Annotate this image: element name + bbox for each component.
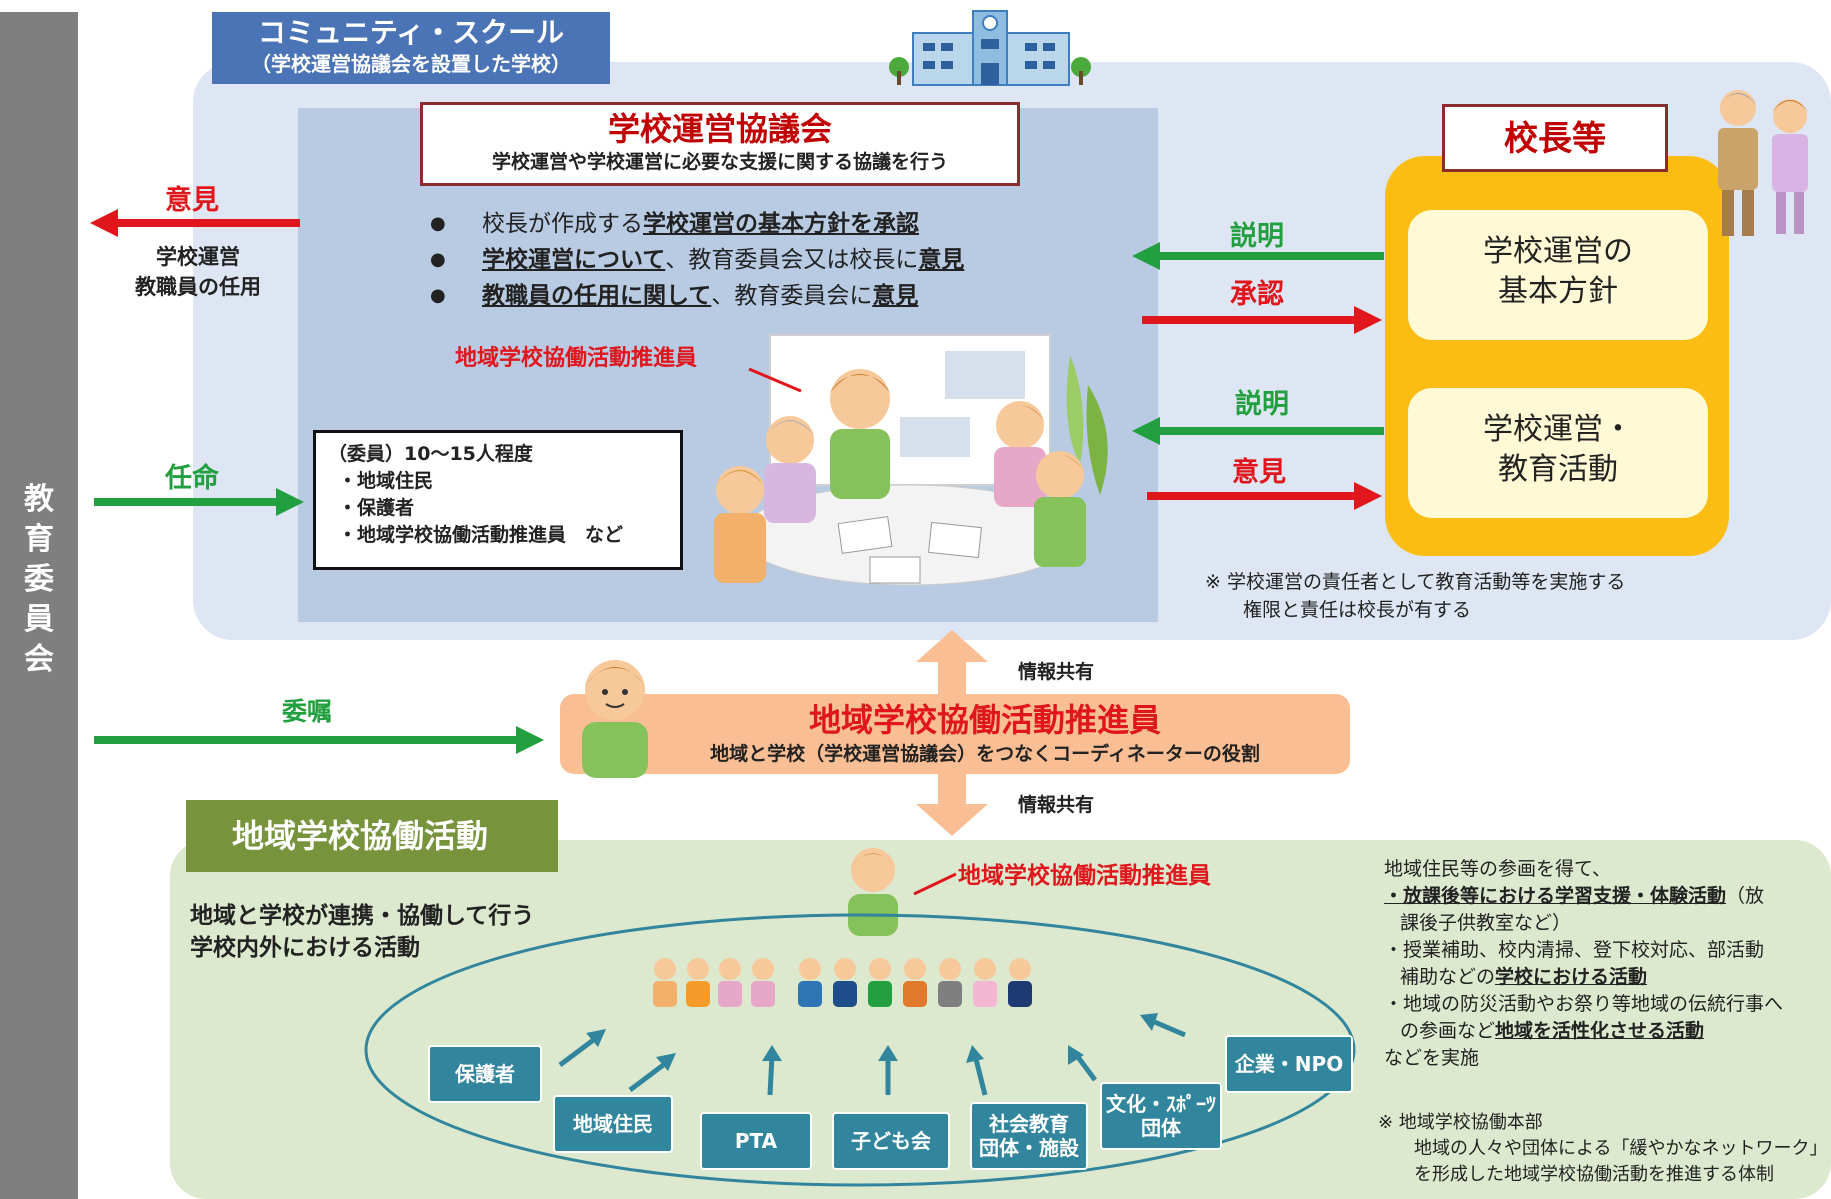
info-share-label-top: 情報共有 — [1018, 661, 1095, 683]
appoint-label: 任命 — [165, 463, 219, 494]
coordinator-person-icon — [582, 660, 648, 778]
opinion-right-label: 意見 — [1232, 457, 1286, 488]
bottom-pointer-line — [913, 872, 957, 896]
principal-people-illustration — [1718, 90, 1808, 236]
council-header: 学校運営協議会 学校運営や学校運営に必要な支援に関する協議を行う — [420, 102, 1020, 186]
community-school-tag: コミュニティ・スクール （学校運営協議会を設置した学校） — [212, 12, 610, 84]
coordinator-band: 地域学校協働活動推進員 地域と学校（学校運営協議会）をつなくコーディネーターの役… — [560, 694, 1350, 774]
explain-label-1: 説明 — [1230, 221, 1284, 252]
principal-title: 校長等 — [1442, 104, 1668, 172]
basic-policy-card: 学校運営の基本方針 — [1408, 210, 1708, 340]
pointer-line — [748, 367, 802, 393]
explain-arrow-2 — [1132, 417, 1384, 445]
activity-description: 地域と学校が連携・協働して行う学校内外における活動 — [190, 903, 535, 961]
opinion-arrow-left — [90, 209, 300, 237]
principal-note: ※ 学校運営の責任者として教育活動等を実施する 権限と責任は校長が有する — [1205, 571, 1626, 621]
board-of-education-label: 教 育 委 員 会 — [24, 482, 54, 677]
group-companies-npo: 企業・NPO — [1225, 1035, 1353, 1093]
bottom-coordinator-label: 地域学校協働活動推進員 — [958, 863, 1211, 889]
group-culture-sports: 文化・ｽﾎﾟｰﾂ 団体 — [1100, 1082, 1222, 1150]
group-childrens-club: 子ども会 — [832, 1112, 950, 1170]
community-school-title: コミュニティ・スクール — [257, 16, 565, 49]
community-school-subtitle: （学校運営協議会を設置した学校） — [251, 52, 571, 76]
opinion-left-note: 学校運営教職員の任用 — [135, 245, 261, 299]
network-ellipse — [364, 913, 1356, 1187]
members-box: （委員）10～15人程度 ・地域住民 ・保護者 ・地域学校協働活動推進員 など — [313, 430, 683, 570]
approve-arrow — [1142, 306, 1382, 334]
people-group-illustration — [653, 958, 1032, 1007]
council-meeting-illustration — [714, 334, 1108, 586]
council-title: 学校運営協議会 — [607, 110, 832, 148]
council-subtitle: 学校運営や学校運営に必要な支援に関する協議を行う — [491, 151, 948, 173]
council-duty-item: 校長が作成する学校運営の基本方針を承認 — [430, 206, 964, 242]
activity-tag: 地域学校協働活動 — [186, 800, 558, 872]
group-local-residents: 地域住民 — [553, 1095, 673, 1153]
commission-label: 委嘱 — [282, 697, 333, 726]
council-duties-list: 校長が作成する学校運営の基本方針を承認 学校運営について、教育委員会又は校長に意… — [430, 206, 964, 314]
appoint-arrow — [94, 488, 304, 516]
opinion-arrow-right — [1147, 482, 1382, 510]
coordinator-title: 地域学校協働活動推進員 — [808, 701, 1161, 739]
council-duty-item: 教職員の任用に関して、教育委員会に意見 — [430, 278, 964, 314]
council-coordinator-label: 地域学校協働活動推進員 — [455, 346, 698, 371]
explain-label-2: 説明 — [1235, 389, 1289, 420]
school-activity-card: 学校運営・教育活動 — [1408, 388, 1708, 518]
explain-arrow-1 — [1132, 242, 1384, 270]
commission-arrow — [94, 726, 544, 754]
group-guardians: 保護者 — [428, 1045, 542, 1103]
council-duty-item: 学校運営について、教育委員会又は校長に意見 — [430, 242, 964, 278]
opinion-left-label: 意見 — [165, 185, 219, 216]
activity-examples: 地域住民等の参画を得て、 ・放課後等における学習支援・体験活動（放 課後子供教室… — [1384, 858, 1784, 1069]
coordinator-subtitle: 地域と学校（学校運営協議会）をつなくコーディネーターの役割 — [710, 743, 1260, 765]
board-of-education-bar — [0, 12, 78, 1199]
group-social-education: 社会教育 団体・施設 — [970, 1102, 1088, 1170]
headquarters-note: ※ 地域学校協働本部 地域の人々や団体による「緩やかなネットワーク」 を形成した… — [1378, 1112, 1828, 1185]
approve-label: 承認 — [1230, 279, 1284, 310]
info-share-label-bottom: 情報共有 — [1018, 794, 1095, 816]
group-pta: PTA — [700, 1112, 812, 1170]
school-building-icon — [889, 10, 1091, 86]
